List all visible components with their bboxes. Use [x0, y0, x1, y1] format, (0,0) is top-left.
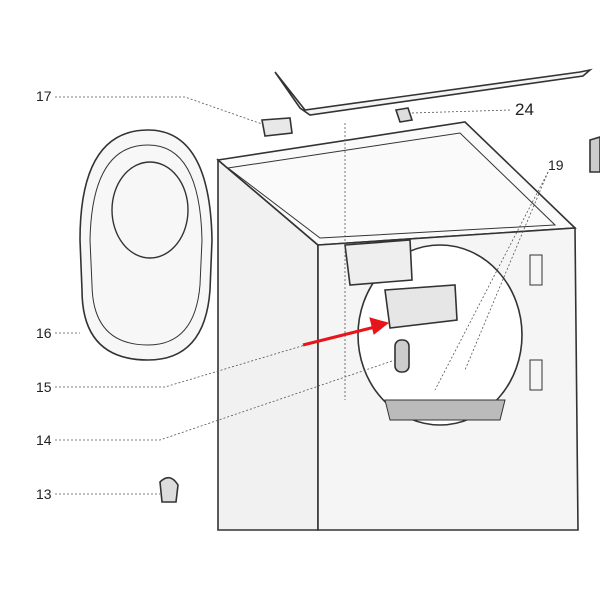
leader-line-24 — [411, 109, 511, 114]
leader-lines — [55, 96, 549, 495]
leader-line-19a — [434, 171, 549, 391]
door-window — [111, 161, 189, 259]
top-lid — [274, 68, 593, 116]
red-arrow-head — [369, 317, 390, 335]
part-24 — [394, 107, 414, 123]
red-arrow-shaft — [302, 325, 376, 347]
callout-24: 24 — [515, 100, 534, 119]
leader-line-17 — [55, 96, 263, 125]
callout-15: 15 — [36, 379, 52, 395]
callout-17: 17 — [36, 88, 52, 104]
red-arrow — [302, 317, 390, 347]
callout-13: 13 — [36, 486, 52, 502]
detergent-drawer-slot — [344, 239, 413, 286]
hinge-plate-lower — [529, 359, 543, 391]
drum-base — [384, 399, 506, 421]
callout-14: 14 — [36, 432, 52, 448]
leader-line-14 — [55, 359, 396, 441]
callout-16: 16 — [36, 325, 52, 341]
cabinet-top-inner-edge — [226, 132, 557, 239]
part-17-clip — [261, 117, 293, 137]
part-16-door-panel — [79, 129, 213, 361]
leader-line-15 — [55, 344, 306, 388]
hinge-plate-upper — [529, 254, 543, 286]
part-15-latch — [384, 284, 458, 329]
part-14-lock — [394, 339, 410, 373]
part-13-foot — [159, 476, 179, 503]
callout-19: 19 — [548, 157, 564, 173]
side-part — [589, 136, 600, 173]
door-panel-inner-rim — [89, 144, 203, 346]
